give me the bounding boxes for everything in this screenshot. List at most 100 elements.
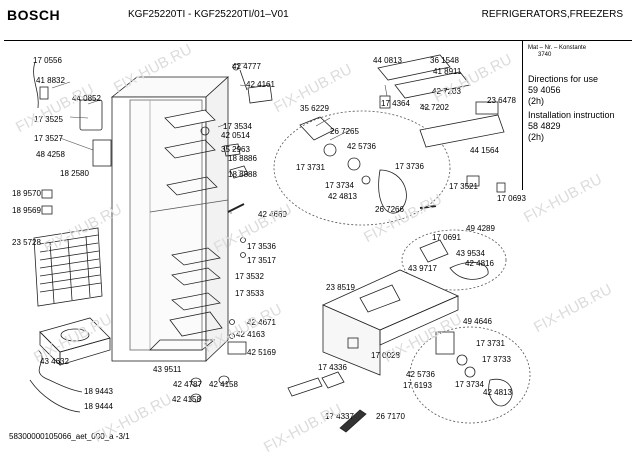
light-lens (229, 165, 249, 179)
knob (321, 371, 345, 389)
part-number: 17 3536 (247, 242, 276, 251)
cable-2 (29, 379, 81, 413)
part-number: 42 4158 (172, 395, 201, 404)
part-number: 18 9443 (84, 387, 113, 396)
part-number: 17 3731 (296, 163, 325, 172)
category-title: REFRIGERATORS,FREEZERS (481, 9, 623, 20)
part-number: 42 4813 (328, 192, 357, 201)
directions-hours: (2h) (528, 96, 545, 106)
switch (379, 95, 391, 109)
part-number: 44 1564 (470, 146, 499, 155)
part-number: 17 4337 (325, 412, 354, 421)
part-number: 17 3532 (235, 272, 264, 281)
control-box (79, 99, 103, 131)
part-number: 18 2580 (60, 169, 89, 178)
sensor-wire (33, 61, 39, 109)
install-hours: (2h) (528, 132, 545, 142)
part-number: 17 3525 (34, 115, 63, 124)
part-number: 23 5728 (12, 238, 41, 247)
part-number: 44 0813 (373, 56, 402, 65)
part-number: 42 4777 (232, 62, 261, 71)
part-number: 42 7202 (420, 103, 449, 112)
directions-title: Directions for use (528, 74, 599, 84)
clip-a (41, 189, 53, 199)
part-number: 17 3731 (476, 339, 505, 348)
fridge-cabinet (110, 76, 230, 362)
light-cover (223, 143, 241, 157)
part-number: 17 3527 (34, 134, 63, 143)
condenser-coil (33, 227, 103, 307)
screw-3 (240, 252, 246, 258)
screw-2 (240, 237, 246, 243)
group-outline-2 (401, 229, 507, 291)
foot (190, 377, 202, 387)
hinge-part (247, 84, 273, 104)
relay-box (92, 139, 112, 167)
part-number: 36 1548 (430, 56, 459, 65)
part-number: 17 3517 (247, 256, 276, 265)
part-number: 17 0028 (371, 351, 400, 360)
part-number: 26 7265 (330, 127, 359, 136)
part-number: 42 5736 (406, 370, 435, 379)
part-number: 18 9570 (12, 189, 41, 198)
leader-lines (51, 62, 431, 214)
seal-strip (339, 409, 367, 433)
rail (227, 203, 245, 213)
part-number: 42 4816 (465, 259, 494, 268)
part-number: 41 8832 (36, 76, 65, 85)
part-number: 42 4669 (258, 210, 287, 219)
mains-cable (37, 349, 83, 393)
evaporator-cover (322, 269, 459, 376)
drawing-footer: 58300000105066_aet_000_a -3/1 (9, 432, 130, 441)
sidebar-divider (522, 40, 523, 190)
bracket (200, 126, 210, 136)
knob-housing (299, 116, 335, 141)
model-number: KGF25220TI - KGF25220TI/01–V01 (128, 9, 289, 20)
group-outline-3 (409, 326, 531, 424)
part-number: 23 6478 (487, 96, 516, 105)
lamp-cover (378, 169, 407, 214)
part-number: 17 4364 (381, 99, 410, 108)
part-number: 42 5169 (247, 348, 276, 357)
part-number: 42 7203 (432, 87, 461, 96)
part-number: 17 3521 (449, 182, 478, 191)
part-number: 43 9717 (408, 264, 437, 273)
part-number: 17 0693 (497, 194, 526, 203)
panel-1 (377, 54, 451, 81)
part-number: 17 6193 (403, 381, 432, 390)
part-number: 18 9444 (84, 402, 113, 411)
part-number: 18 8886 (228, 154, 257, 163)
sensor (39, 86, 49, 100)
part-number: 41 8911 (433, 67, 462, 76)
part-number: 48 4258 (36, 150, 65, 159)
part-number: 42 5736 (347, 142, 376, 151)
handle-cap (287, 377, 323, 397)
part-number: 23 8519 (326, 283, 355, 292)
thermostat-housing (435, 331, 455, 355)
part-number: 17 3736 (395, 162, 424, 171)
ice-part (419, 239, 449, 263)
directions-number: 59 4056 (528, 85, 561, 95)
part-number: 18 8888 (228, 170, 257, 179)
part-number: 17 4336 (318, 363, 347, 372)
screw (232, 63, 240, 71)
foot-bracket (227, 341, 247, 355)
part-number: 17 3734 (325, 181, 354, 190)
part-number: 17 3733 (482, 355, 511, 364)
part-number: 26 7170 (376, 412, 405, 421)
install-number: 58 4829 (528, 121, 561, 131)
part-number: 42 0514 (221, 131, 250, 140)
part-number: 18 9569 (12, 206, 41, 215)
part-number: 17 3533 (235, 289, 264, 298)
drip-tray (39, 317, 111, 366)
install-title: Installation instruction (528, 110, 615, 120)
part-number: 42 4161 (246, 80, 275, 89)
part-number: 17 0691 (432, 233, 461, 242)
part-number: 43 4632 (40, 357, 69, 366)
mat-number: 3740 (538, 52, 552, 58)
front-trim (419, 114, 505, 148)
part-number: 42 4671 (247, 318, 276, 327)
part-number: 17 3734 (455, 380, 484, 389)
